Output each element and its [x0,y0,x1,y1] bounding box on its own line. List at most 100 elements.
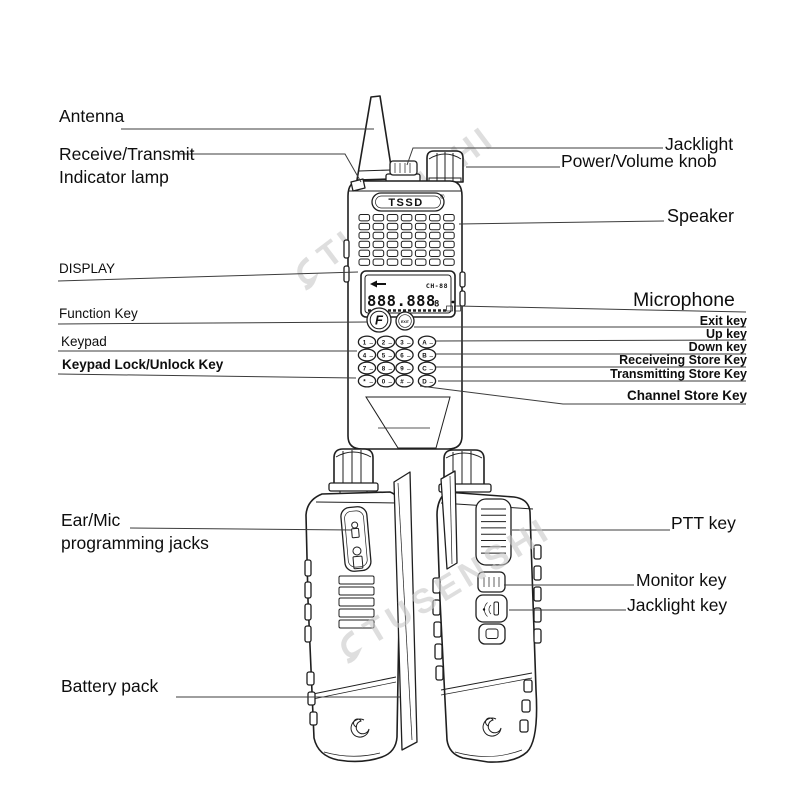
label-power-volume: Power/Volume knob [561,151,717,171]
ptt-key [475,498,512,566]
speaker-grille-hole [400,249,413,258]
side-bump [459,271,466,288]
leader-channel-store-key [419,385,746,405]
watermark-swirl-icon [341,629,363,664]
side-bump [304,581,312,599]
speaker-grille-hole [358,231,371,240]
keypad-key-label: 6 [400,352,404,359]
speaker-grille-hole [386,240,399,249]
speaker-grille-hole [414,214,427,222]
exit-key: EXIT [395,311,415,331]
side-bump [432,577,441,594]
speaker-grille [358,214,455,266]
side-bump [521,699,531,713]
side-bump [343,239,350,259]
speaker-grille-hole [443,249,455,258]
belt-clip-edge [440,470,458,570]
grip-rib [338,597,375,607]
keypad-key-label: B [422,352,427,359]
label-ear-mic-line2: programming jacks [61,533,209,553]
keypad-key [417,348,437,362]
front-view: TSSD ® CH-88 888.888 8 [347,95,464,450]
speaker-grille-hole [429,258,441,266]
keypad-key-label: C [422,365,427,372]
speaker-grille-hole [414,231,427,240]
side-bump [533,544,542,560]
lcd-channel: CH-88 [426,282,448,290]
brand-text: TSSD [388,197,423,209]
keypad-key-label: 9 [400,365,404,372]
speaker-grille-hole [386,249,399,258]
jacklight-key [475,594,508,623]
side-bump [434,643,443,660]
grip-rib [338,608,375,618]
label-monitor-key: Monitor key [636,570,727,590]
label-down-key: Down key [688,340,747,354]
battery-brand-swirl [350,718,370,738]
side-view-right [436,449,538,763]
side-bump [306,671,315,686]
leader-speaker [458,220,665,225]
speaker-grille-hole [358,222,371,231]
side-bump [519,719,529,733]
ptt-ribs [481,508,506,554]
antenna [356,95,394,181]
label-function-key: Function Key [59,306,138,321]
speaker-grille-hole [386,214,399,222]
leader-microphone [456,305,747,313]
speaker-grille-hole [400,214,413,222]
battery-seam [312,676,397,695]
side-bump-buttons [304,239,542,733]
label-exit-key: Exit key [699,314,747,328]
keypad-key-label: * [363,378,366,385]
lcd-sub-digit: 8 [434,300,440,310]
monitor-key [477,571,506,593]
speaker-grille-hole [443,231,455,240]
microphone-hole [451,300,455,304]
speaker-grille-hole [429,231,441,240]
side-bump [433,621,442,638]
keypad-key-label: # [400,378,404,385]
speaker-grille-hole [386,258,399,266]
lcd-arrow-icon [370,280,386,288]
side-view-left [305,448,418,763]
leader-display [57,271,359,282]
side-bump [459,290,466,307]
label-jacklight-key: Jacklight key [627,595,728,615]
side-bump [523,679,533,693]
label-keypad-lock: Keypad Lock/Unlock Key [62,357,224,372]
keypad-key-label: A [422,339,427,346]
grip-ribs [338,575,375,629]
keypad-key-label: 1 [363,339,367,346]
side-knob [328,448,379,497]
speaker-grille-hole [372,249,385,258]
side-bump [533,628,542,644]
keypad-key-label: 5 [382,352,386,359]
speaker-grille-hole [372,240,385,249]
lcd-frequency: 888.888 [367,292,436,310]
speaker-grille-hole [386,222,399,231]
label-ear-mic-line1: Ear/Mic [61,510,121,530]
side-bump [533,586,542,602]
label-microphone: Microphone [633,289,735,311]
keypad-key [376,361,396,375]
speaker-grille-hole [443,214,455,222]
grip-rib [338,619,375,629]
speaker-grille-hole [443,258,455,266]
brand-plate: TSSD ® [371,192,445,212]
speaker-grille-hole [414,222,427,231]
label-ptt-key: PTT key [671,513,736,533]
keypad-key-label: 8 [382,365,386,372]
side-bump [533,565,542,581]
ear-mic-jack-panel [340,506,372,572]
leader-jacklight [406,147,663,166]
keypad-key [417,361,437,375]
power-volume-knob [426,150,464,183]
battery-brand-swirl [482,717,502,737]
side-bump [309,711,318,726]
label-rx-tx-line2: Indicator lamp [59,167,169,187]
watermark: TUSENSHI [328,510,559,670]
speaker-grille-hole [414,240,427,249]
